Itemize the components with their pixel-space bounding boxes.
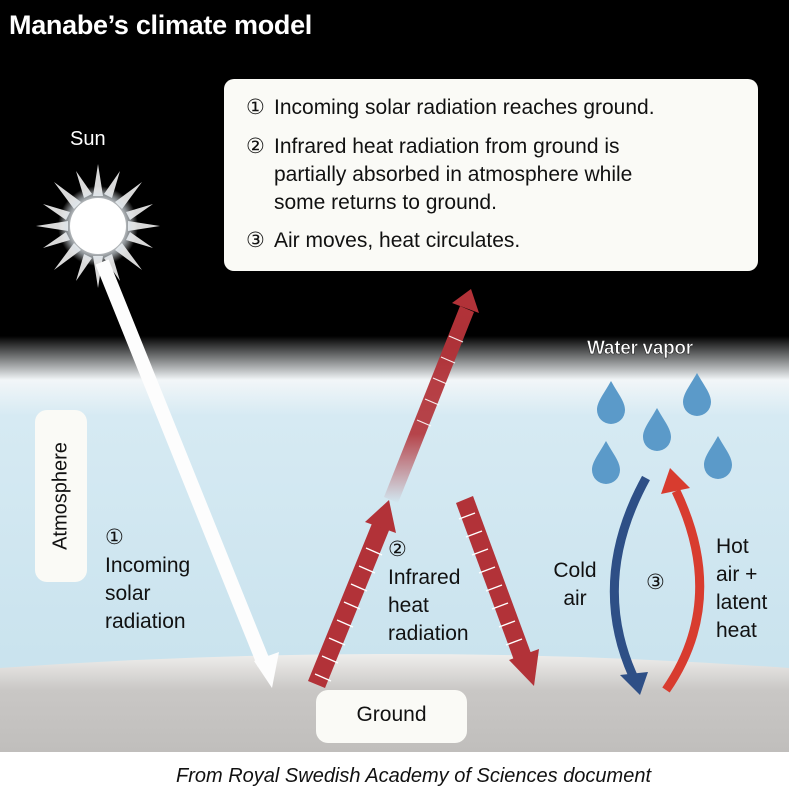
infrared-line: heat	[388, 594, 429, 617]
ground-badge: Ground	[316, 690, 467, 743]
water-drop-icon	[704, 436, 732, 479]
infrared-escape-arrow	[384, 289, 479, 503]
legend-text: partially absorbed in atmosphere while	[274, 163, 633, 186]
circulation-number: ③	[646, 571, 665, 594]
legend-item-1: ① Incoming solar radiation reaches ground…	[246, 94, 655, 122]
incoming-line: solar	[105, 582, 151, 605]
sun-label: Sun	[70, 128, 106, 150]
water-vapor-label: Water vapor	[587, 338, 694, 360]
water-drops	[592, 373, 732, 484]
legend-number: ②	[246, 135, 265, 158]
incoming-line: radiation	[105, 610, 186, 633]
infrared-up-arrow	[308, 500, 396, 688]
incoming-number: ①	[105, 526, 124, 549]
atmosphere-label: Atmosphere	[49, 442, 72, 550]
hot-line: latent	[716, 591, 768, 614]
credit-band	[0, 752, 789, 800]
incoming-radiation-label: ① Incoming solar radiation	[105, 524, 190, 636]
legend-number: ③	[246, 229, 265, 252]
legend-box: ① Incoming solar radiation reaches ground…	[224, 79, 758, 271]
cold-air-label: Cold air	[545, 557, 605, 613]
legend-number: ①	[246, 96, 265, 119]
sun-icon	[36, 164, 160, 288]
legend-text: some returns to ground.	[274, 191, 497, 214]
infrared-radiation-label: ② Infrared heat radiation	[388, 536, 469, 648]
hot-line: heat	[716, 619, 757, 642]
infrared-line: radiation	[388, 622, 469, 645]
hot-air-label: Hot air + latent heat	[716, 533, 767, 645]
source-credit: From Royal Swedish Academy of Sciences d…	[176, 765, 652, 787]
water-drop-icon	[592, 441, 620, 484]
water-drop-icon	[597, 381, 625, 424]
cold-line: air	[563, 587, 587, 610]
infrared-escape-ticks	[416, 335, 464, 427]
water-drop-icon	[683, 373, 711, 416]
ground-label: Ground	[356, 703, 427, 726]
infrared-return-arrow	[456, 496, 539, 686]
solar-radiation-arrow	[95, 259, 279, 688]
hot-air-arrow	[661, 468, 705, 693]
legend-text: Incoming solar radiation reaches ground.	[274, 96, 655, 119]
atmosphere-badge: Atmosphere	[35, 410, 87, 582]
hot-line: air +	[716, 563, 758, 586]
water-drop-icon	[643, 408, 671, 451]
legend-text: Infrared heat radiation from ground is	[274, 135, 620, 158]
cold-line: Cold	[553, 559, 597, 582]
infrared-number: ②	[388, 538, 407, 561]
infrared-line: Infrared	[388, 566, 461, 589]
hot-line: Hot	[716, 535, 749, 558]
cold-air-arrow	[609, 475, 650, 695]
legend-item-3: ③ Air moves, heat circulates.	[246, 227, 520, 255]
incoming-line: Incoming	[105, 554, 191, 577]
diagram-title: Manabe’s climate model	[9, 10, 313, 40]
legend-text: Air moves, heat circulates.	[274, 229, 521, 252]
